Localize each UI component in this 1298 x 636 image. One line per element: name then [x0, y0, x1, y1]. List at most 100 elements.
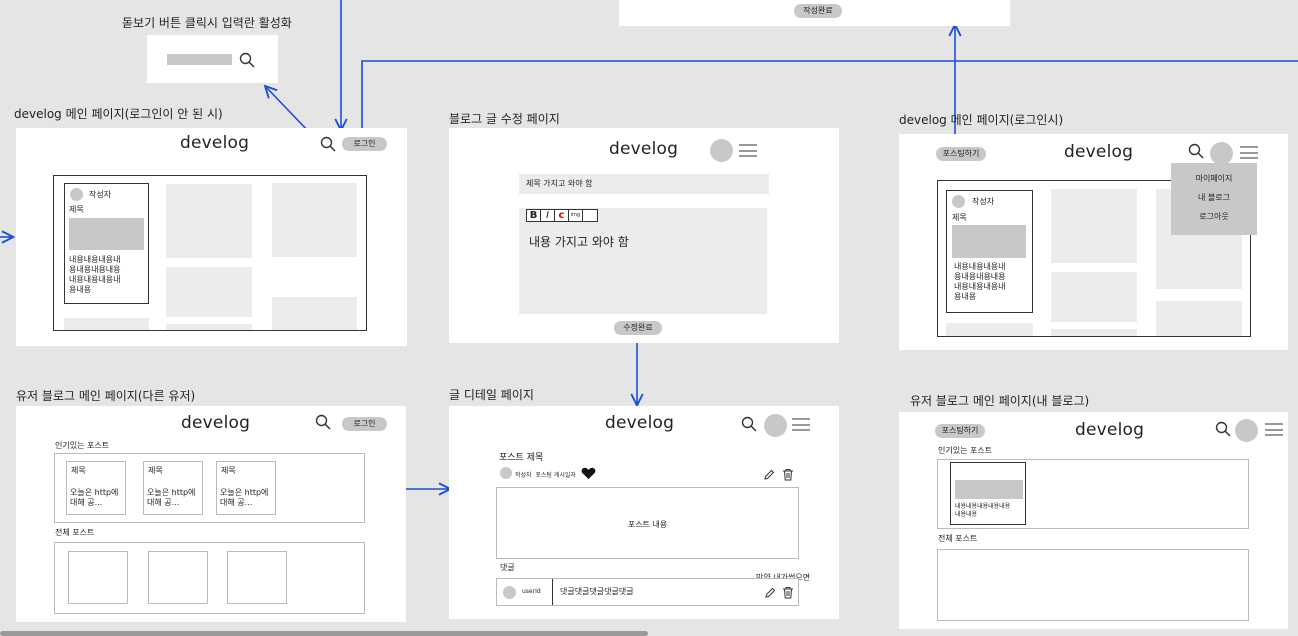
pencil-icon[interactable]: [764, 587, 776, 599]
arrow-search-to-input: [266, 87, 312, 135]
post-grid: 작성자 제목 내용내용내용내 용내용내용내용 내용내용내용내 용내용: [937, 180, 1251, 337]
image-button[interactable]: img: [569, 210, 583, 221]
logo[interactable]: develog: [181, 413, 251, 433]
card-body: 내용내용내용내 용내용내용내용 내용내용내용내 용내용: [69, 255, 121, 294]
user-dropdown-menu: 마이페이지 내 블로그 로그아웃: [1171, 163, 1257, 235]
edit-complete-button[interactable]: 수정완료: [614, 321, 662, 335]
card-author: 작성자: [972, 197, 995, 206]
avatar: [70, 188, 83, 201]
popular-card-body: 내용내용내용내용내용 내용내용: [955, 503, 1011, 518]
comment-user: userId: [522, 588, 541, 595]
login-button[interactable]: 로그인: [342, 137, 387, 151]
search-icon[interactable]: [1215, 421, 1231, 437]
placeholder-card: [166, 267, 252, 317]
post-placeholder[interactable]: [148, 551, 208, 604]
popular-card[interactable]: 제목 오늘은 http에 대해 공...: [143, 461, 203, 515]
post-title: 포스트 제목: [499, 453, 544, 463]
login-button[interactable]: 로그인: [342, 417, 387, 431]
card-title: 제목: [952, 213, 967, 222]
popular-posts: 제목 오늘은 http에 대해 공... 제목 오늘은 http에 대해 공..…: [54, 453, 365, 523]
comment-avatar: [503, 586, 516, 599]
search-icon[interactable]: [1188, 143, 1204, 159]
posting-button[interactable]: 포스팅하기: [936, 147, 986, 161]
title-field[interactable]: 제목 가지고 와야 함: [519, 174, 769, 194]
search-input-mock: [147, 35, 278, 83]
post-placeholder[interactable]: [68, 551, 128, 604]
caption-other-blog: 유저 블로그 메인 페이지(다른 유저): [16, 389, 196, 403]
menu-item-mypage[interactable]: 마이페이지: [1195, 174, 1233, 183]
logo[interactable]: develog: [1075, 420, 1145, 440]
author-avatar: [500, 467, 512, 479]
card-body: 내용내용내용내 용내용내용내용 내용내용내용내 용내용: [954, 262, 1006, 301]
popular-card[interactable]: 제목 오늘은 http에 대해 공...: [66, 461, 126, 515]
card-title: 제목: [69, 205, 84, 214]
menu-item-myblog[interactable]: 내 블로그: [1198, 193, 1230, 202]
popular-card-thumbnail: [955, 480, 1023, 499]
menu-item-logout[interactable]: 로그아웃: [1199, 212, 1229, 221]
logo[interactable]: develog: [1064, 142, 1134, 162]
avatar[interactable]: [764, 414, 787, 437]
post-card[interactable]: 작성자 제목 내용내용내용내 용내용내용내용 내용내용내용내 용내용: [946, 190, 1033, 313]
post-placeholder[interactable]: [227, 551, 287, 604]
placeholder-card: [1156, 301, 1242, 336]
pencil-icon[interactable]: [763, 469, 775, 481]
top-editor-frame: 작성완료: [619, 0, 1010, 26]
placeholder-card: [1051, 329, 1137, 336]
caption-edit: 블로그 글 수정 페이지: [449, 112, 560, 126]
frame-edit: develog 제목 가지고 와야 함 B I c img 내용 가지고 와야 …: [449, 128, 839, 343]
caption-my-blog: 유저 블로그 메인 페이지(내 블로그): [910, 394, 1090, 408]
complete-button[interactable]: 작성완료: [794, 4, 842, 18]
popular-card[interactable]: 제목 오늘은 http에 대해 공...: [216, 461, 276, 515]
logo[interactable]: develog: [609, 139, 679, 159]
popular-card-body: 오늘은 http에 대해 공...: [147, 488, 196, 507]
all-posts-label: 전체 포스트: [55, 528, 95, 537]
frame-logged-out: develog 로그인 작성자 제목 내용내용내용내 용내용내용내용 내용내용내…: [16, 128, 407, 346]
card-thumbnail: [952, 225, 1026, 258]
popular-card-body: 오늘은 http에 대해 공...: [70, 488, 119, 507]
post-grid: 작성자 제목 내용내용내용내 용내용내용내용 내용내용내용내 용내용: [53, 175, 367, 331]
content-editor[interactable]: B I c img 내용 가지고 와야 함: [519, 208, 767, 314]
heart-icon[interactable]: [581, 467, 596, 480]
italic-button[interactable]: I: [541, 210, 555, 221]
avatar[interactable]: [710, 139, 733, 162]
comments-label: 댓글: [500, 563, 515, 572]
comment-text: 댓글댓글댓글댓글댓글: [560, 587, 634, 596]
horizontal-scrollbar[interactable]: [0, 631, 648, 636]
trash-icon[interactable]: [782, 468, 794, 481]
post-meta: 작성자 포스팅 게시일자: [515, 472, 576, 479]
all-posts: [54, 542, 365, 614]
search-icon[interactable]: [741, 416, 757, 432]
comment-divider: [552, 579, 553, 605]
popular-card-title: 제목: [71, 466, 86, 475]
placeholder-card: [64, 318, 149, 330]
color-button[interactable]: c: [555, 210, 569, 221]
popular-card[interactable]: 내용내용내용내용내용 내용내용: [950, 462, 1026, 525]
bold-button[interactable]: B: [527, 210, 541, 221]
comment-row: userId 댓글댓글댓글댓글댓글: [496, 578, 799, 606]
frame-other-blog: develog 로그인 인기있는 포스트 제목 오늘은 http에 대해 공..…: [16, 406, 406, 622]
placeholder-card: [166, 324, 252, 330]
trash-icon[interactable]: [782, 586, 794, 599]
menu-icon[interactable]: [1265, 423, 1283, 436]
search-input-field[interactable]: [167, 54, 232, 65]
posting-button[interactable]: 포스팅하기: [935, 424, 985, 438]
menu-icon[interactable]: [739, 144, 757, 157]
post-content-text: 포스트 내용: [627, 520, 668, 529]
logo[interactable]: develog: [180, 133, 250, 153]
frame-my-blog: 포스팅하기 develog 인기있는 포스트 내용내용내용내용내용 내용내용 전…: [899, 412, 1288, 629]
search-icon[interactable]: [320, 136, 336, 152]
search-icon[interactable]: [239, 52, 255, 68]
logo[interactable]: develog: [605, 413, 675, 433]
post-card[interactable]: 작성자 제목 내용내용내용내 용내용내용내용 내용내용내용내 용내용: [64, 183, 149, 304]
menu-icon[interactable]: [792, 418, 810, 431]
menu-icon[interactable]: [1240, 146, 1258, 159]
avatar[interactable]: [1210, 142, 1233, 165]
frame-detail: develog 포스트 제목 작성자 포스팅 게시일자 포스트 내용 댓글 만약…: [449, 406, 839, 619]
caption-logged-out: develog 메인 페이지(로그인이 안 된 시): [14, 107, 223, 121]
popular-posts: 내용내용내용내용내용 내용내용: [937, 459, 1249, 529]
format-toolbar: B I c img: [526, 209, 598, 222]
search-icon[interactable]: [315, 414, 331, 430]
caption-detail: 글 디테일 페이지: [449, 388, 534, 402]
placeholder-card: [1051, 272, 1137, 322]
avatar[interactable]: [1235, 419, 1258, 442]
